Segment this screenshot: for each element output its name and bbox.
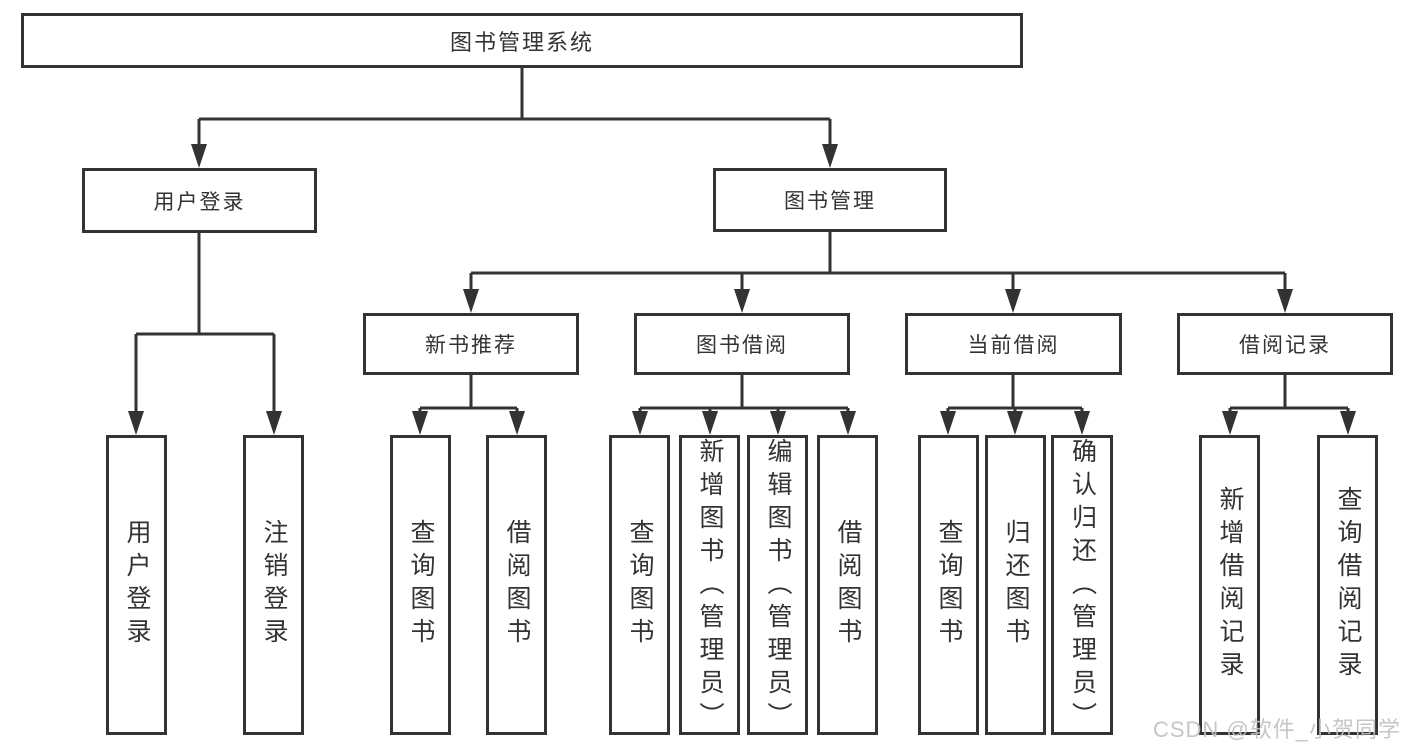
node-current-borrowing: 当前借阅 <box>905 313 1122 375</box>
leaf-query-books-recommend: 查询图书 <box>390 435 451 735</box>
leaf-add-book-admin: 新增图书（管理员） <box>679 435 740 735</box>
leaf-query-borrow-record: 查询借阅记录 <box>1317 435 1378 735</box>
node-book-management: 图书管理 <box>713 168 947 232</box>
leaf-add-borrow-record: 新增借阅记录 <box>1199 435 1260 735</box>
node-borrowing-records: 借阅记录 <box>1177 313 1393 375</box>
node-new-book-recommendation: 新书推荐 <box>363 313 579 375</box>
node-user-login: 用户登录 <box>82 168 317 233</box>
leaf-user-login: 用户登录 <box>106 435 167 735</box>
node-book-management-system: 图书管理系统 <box>21 13 1023 68</box>
leaf-query-books-borrowing: 查询图书 <box>609 435 670 735</box>
leaf-borrow-books-borrowing: 借阅图书 <box>817 435 878 735</box>
leaf-edit-book-admin: 编辑图书（管理员） <box>747 435 808 735</box>
leaf-borrow-books-recommend: 借阅图书 <box>486 435 547 735</box>
watermark: CSDN @软件_小贺同学 <box>1152 717 1401 742</box>
node-book-borrowing: 图书借阅 <box>634 313 850 375</box>
leaf-query-books-current: 查询图书 <box>918 435 979 735</box>
leaf-logout: 注销登录 <box>243 435 304 735</box>
leaf-confirm-return-admin: 确认归还（管理员） <box>1051 435 1113 735</box>
leaf-return-books: 归还图书 <box>985 435 1046 735</box>
